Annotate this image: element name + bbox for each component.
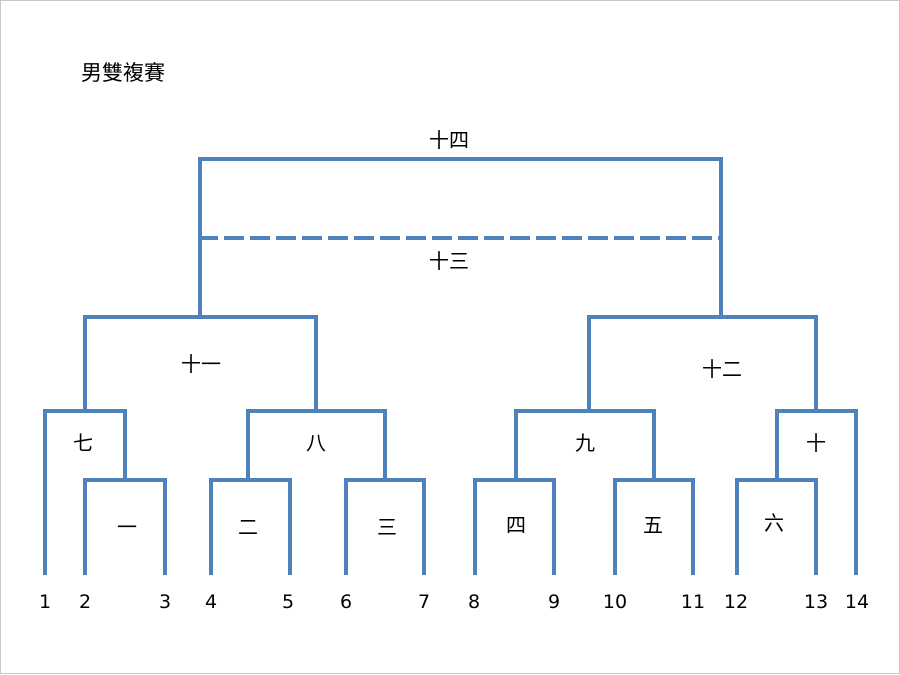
player-number: 6 <box>339 591 353 613</box>
player-number: 1 <box>38 591 52 613</box>
player-number: 13 <box>803 591 829 613</box>
player-number: 10 <box>602 591 628 613</box>
player-number: 14 <box>844 591 870 613</box>
player-number: 9 <box>547 591 561 613</box>
player-number: 2 <box>78 591 92 613</box>
player-number: 12 <box>723 591 749 613</box>
match-label-2: 二 <box>238 515 258 539</box>
match-label-11: 十一 <box>181 352 221 376</box>
match-label-13: 十三 <box>429 249 469 273</box>
match-label-6: 六 <box>764 511 784 535</box>
match-label-7: 七 <box>73 431 93 455</box>
match-label-5: 五 <box>643 513 663 537</box>
player-number: 7 <box>417 591 431 613</box>
match-label-12: 十二 <box>702 357 742 381</box>
match-label-3: 三 <box>377 515 397 539</box>
match-label-9: 九 <box>575 431 595 455</box>
match-label-14: 十四 <box>429 128 469 152</box>
player-number: 3 <box>158 591 172 613</box>
player-number: 11 <box>680 591 706 613</box>
match-12-lines <box>587 315 818 413</box>
match-label-4: 四 <box>506 513 526 537</box>
player-number: 8 <box>467 591 481 613</box>
player-number: 4 <box>204 591 218 613</box>
player-number: 5 <box>281 591 295 613</box>
match-label-8: 八 <box>306 431 326 455</box>
match-label-1: 一 <box>117 515 137 539</box>
page-title: 男雙複賽 <box>81 61 165 85</box>
match-2-lines <box>209 478 292 575</box>
match-label-10: 十 <box>806 431 826 455</box>
match-9-lines <box>514 409 656 482</box>
